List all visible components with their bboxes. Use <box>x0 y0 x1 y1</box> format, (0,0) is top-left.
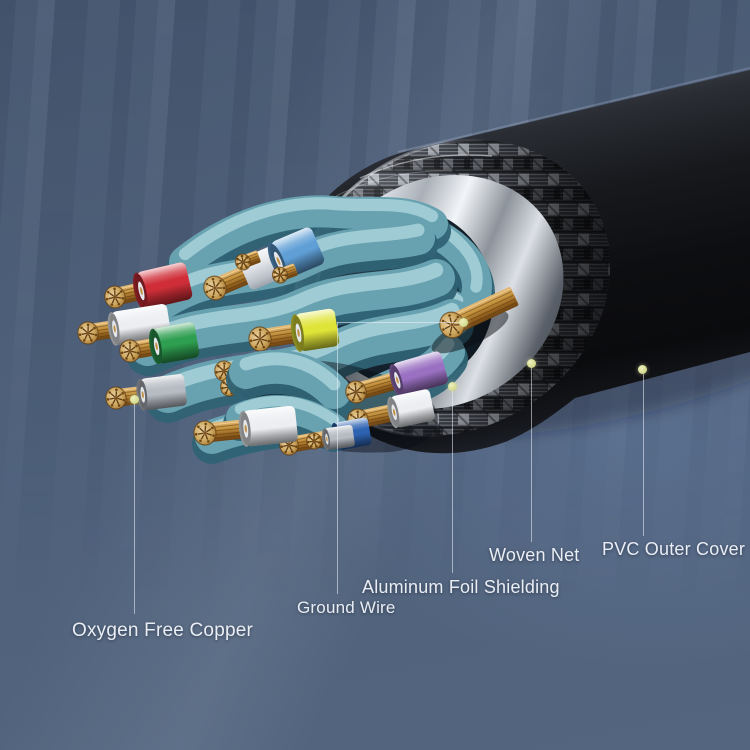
callout-line-aluminum-foil-shielding <box>452 388 453 573</box>
label-woven-net: Woven Net <box>489 545 580 565</box>
cable-top-highlight <box>397 67 750 153</box>
callout-line-oxygen-free-copper <box>134 403 135 614</box>
wires-back-group <box>77 227 340 411</box>
label-pvc-outer-cover: PVC Outer Cover <box>602 539 746 559</box>
callout-line-ground-wire <box>337 322 338 594</box>
wires-front-group <box>193 287 519 456</box>
label-ground-wire: Ground Wire <box>297 598 396 617</box>
label-oxygen-free-copper: Oxygen Free Copper <box>72 620 254 641</box>
label-aluminum-foil-shielding: Aluminum Foil Shielding <box>362 577 560 597</box>
rim-specular-2 <box>335 170 453 197</box>
callout-dot-oxygen-free-copper <box>130 395 139 404</box>
callout-dot-woven-net <box>527 359 536 368</box>
callout-line-pvc-outer-cover <box>643 372 644 536</box>
callout-line-woven-net <box>531 365 532 542</box>
callout-line-ground-wire-horizontal <box>337 322 464 323</box>
callout-dot-ground-wire <box>459 318 468 327</box>
ground-wire-shadow <box>431 310 509 354</box>
callout-dot-pvc-outer-cover <box>638 365 647 374</box>
callout-dot-aluminum-foil-shielding <box>448 382 457 391</box>
rim-specular <box>359 154 493 179</box>
